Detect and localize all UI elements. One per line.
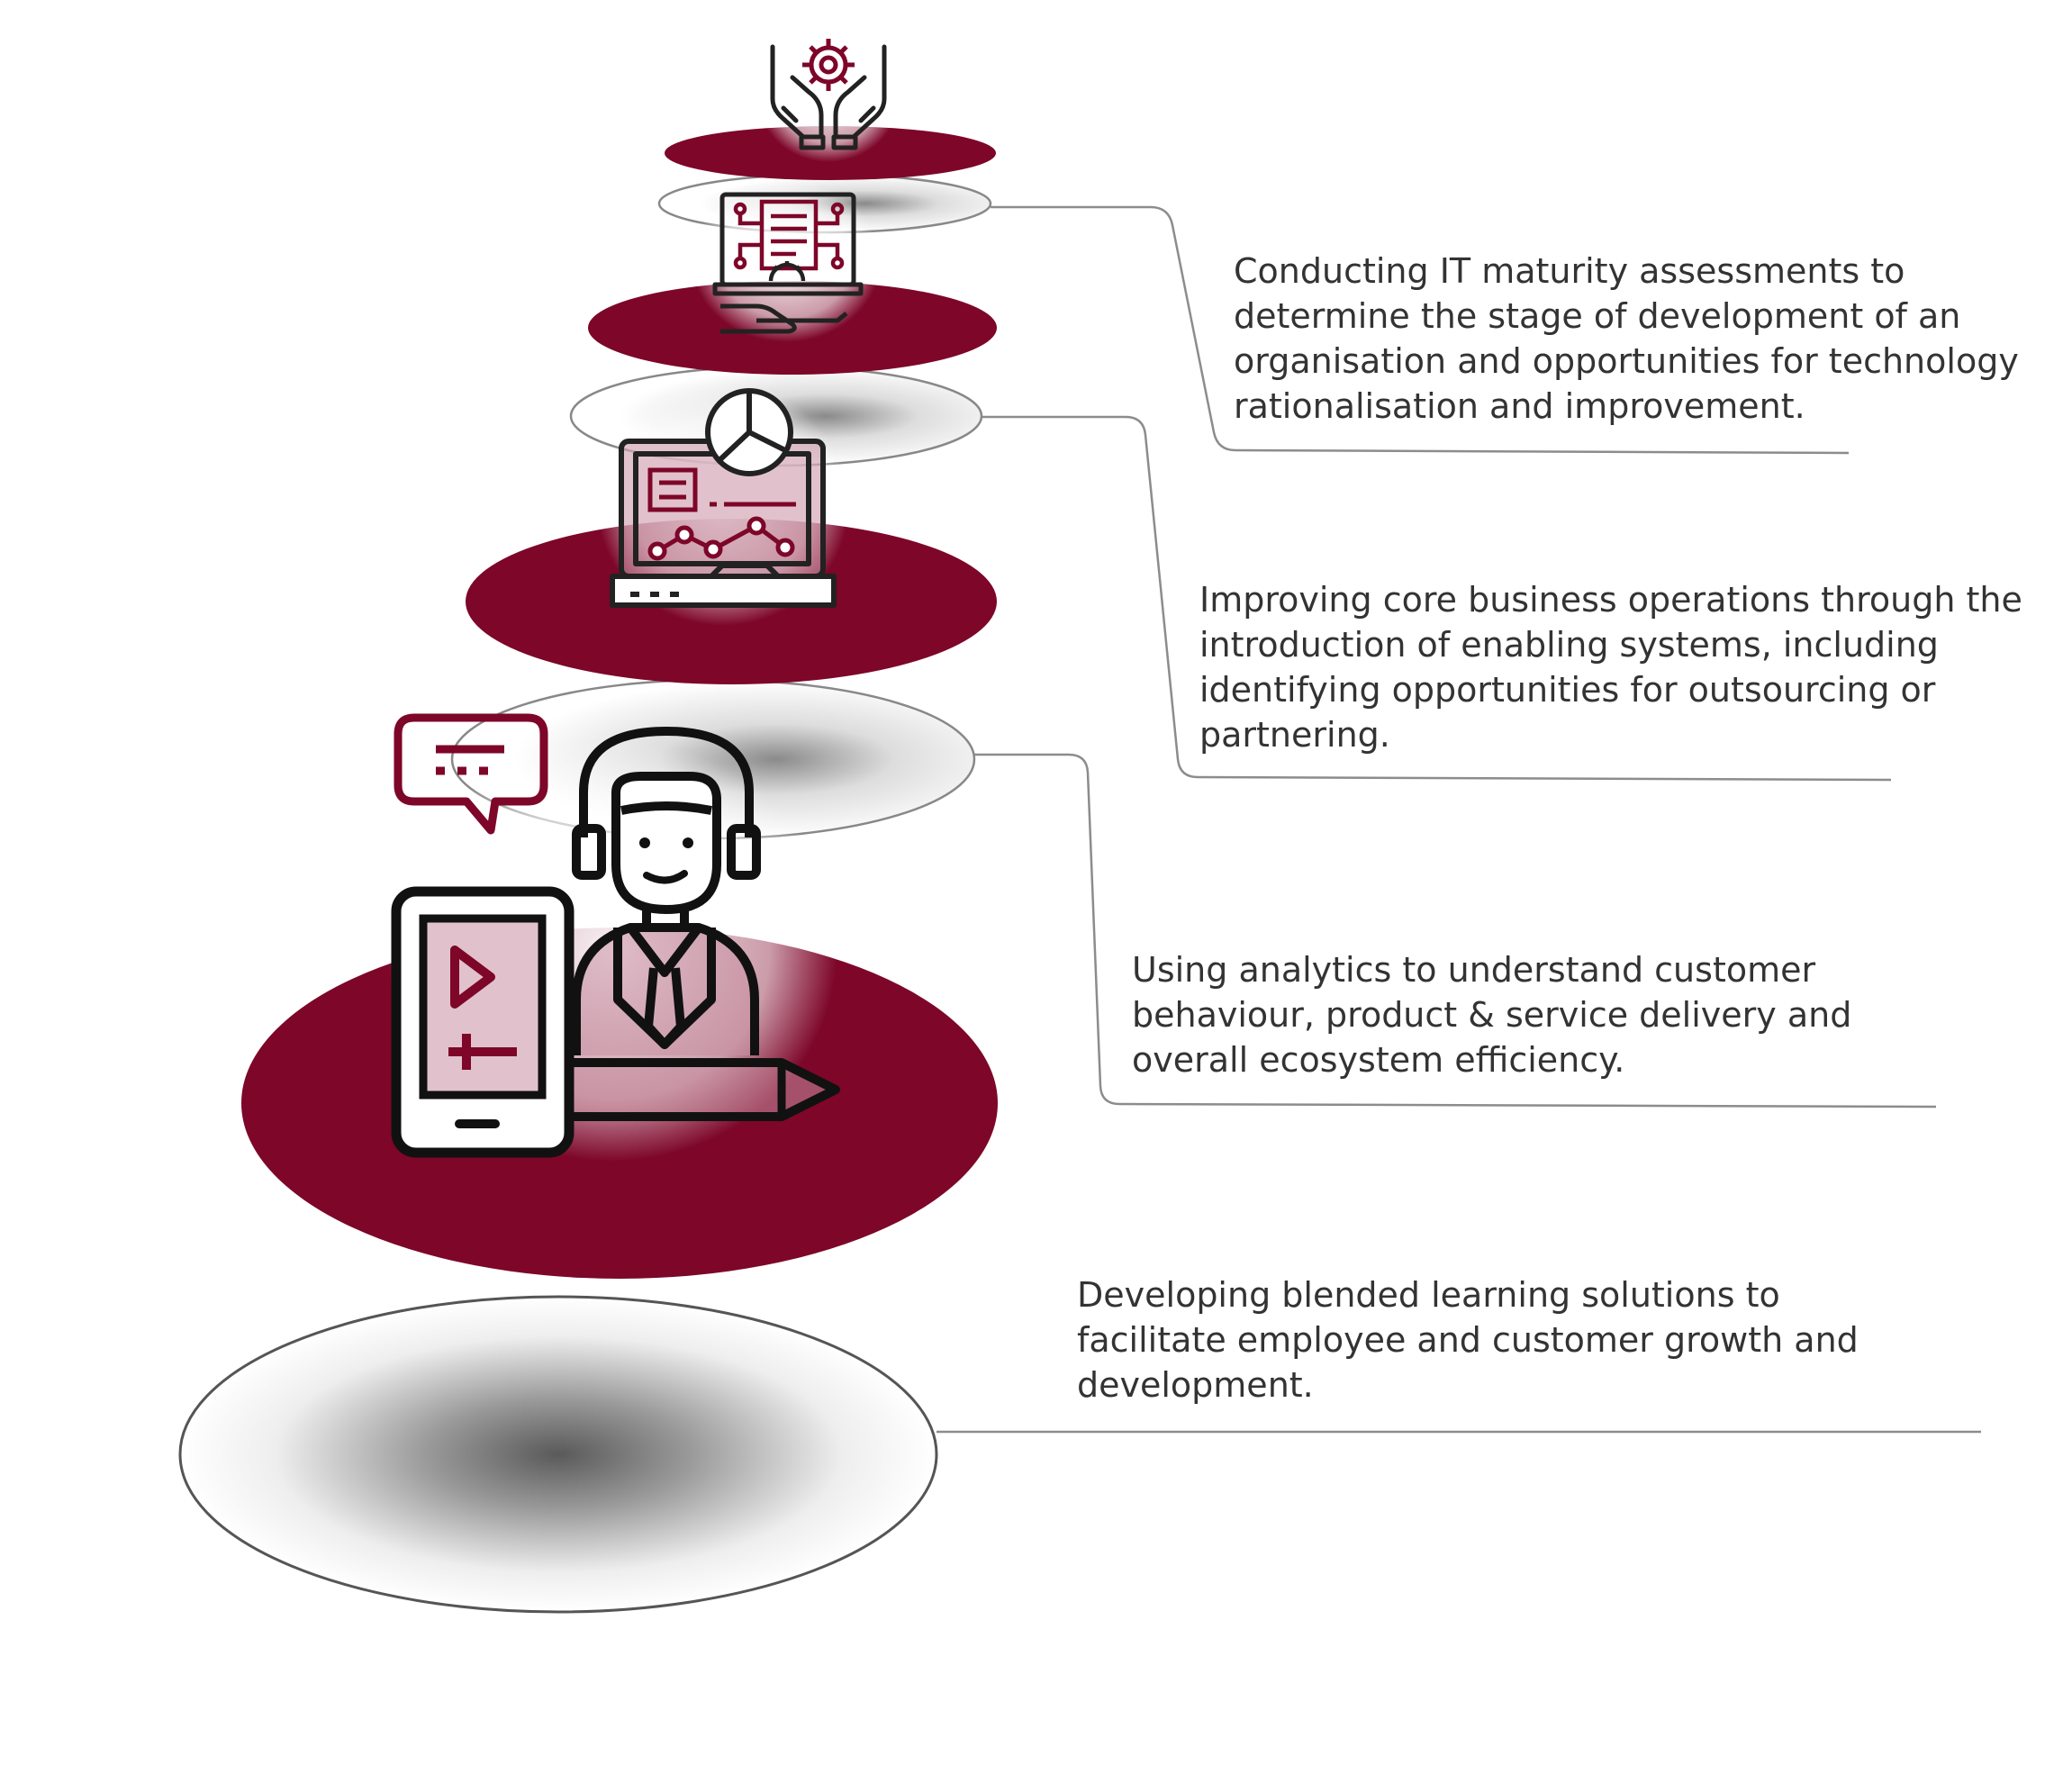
connector-line-3 (973, 753, 1937, 1109)
connector-line-2 (980, 415, 1892, 782)
laptop-analytics-chart-icon (597, 383, 849, 626)
tier-5-disc (178, 1295, 938, 1614)
speech-bubble-icon (394, 713, 548, 835)
tier-3-description: Improving core business operations throu… (1199, 580, 2022, 755)
connector-lines (936, 205, 1981, 1434)
online-tutor-headset-icon (387, 713, 840, 1162)
laptop-circuit-document-icon (692, 180, 881, 342)
tier-5-description: Developing blended learning solutions to… (1077, 1275, 1859, 1405)
connector-line-1 (991, 205, 1850, 455)
hands-gear-icon (758, 36, 899, 162)
